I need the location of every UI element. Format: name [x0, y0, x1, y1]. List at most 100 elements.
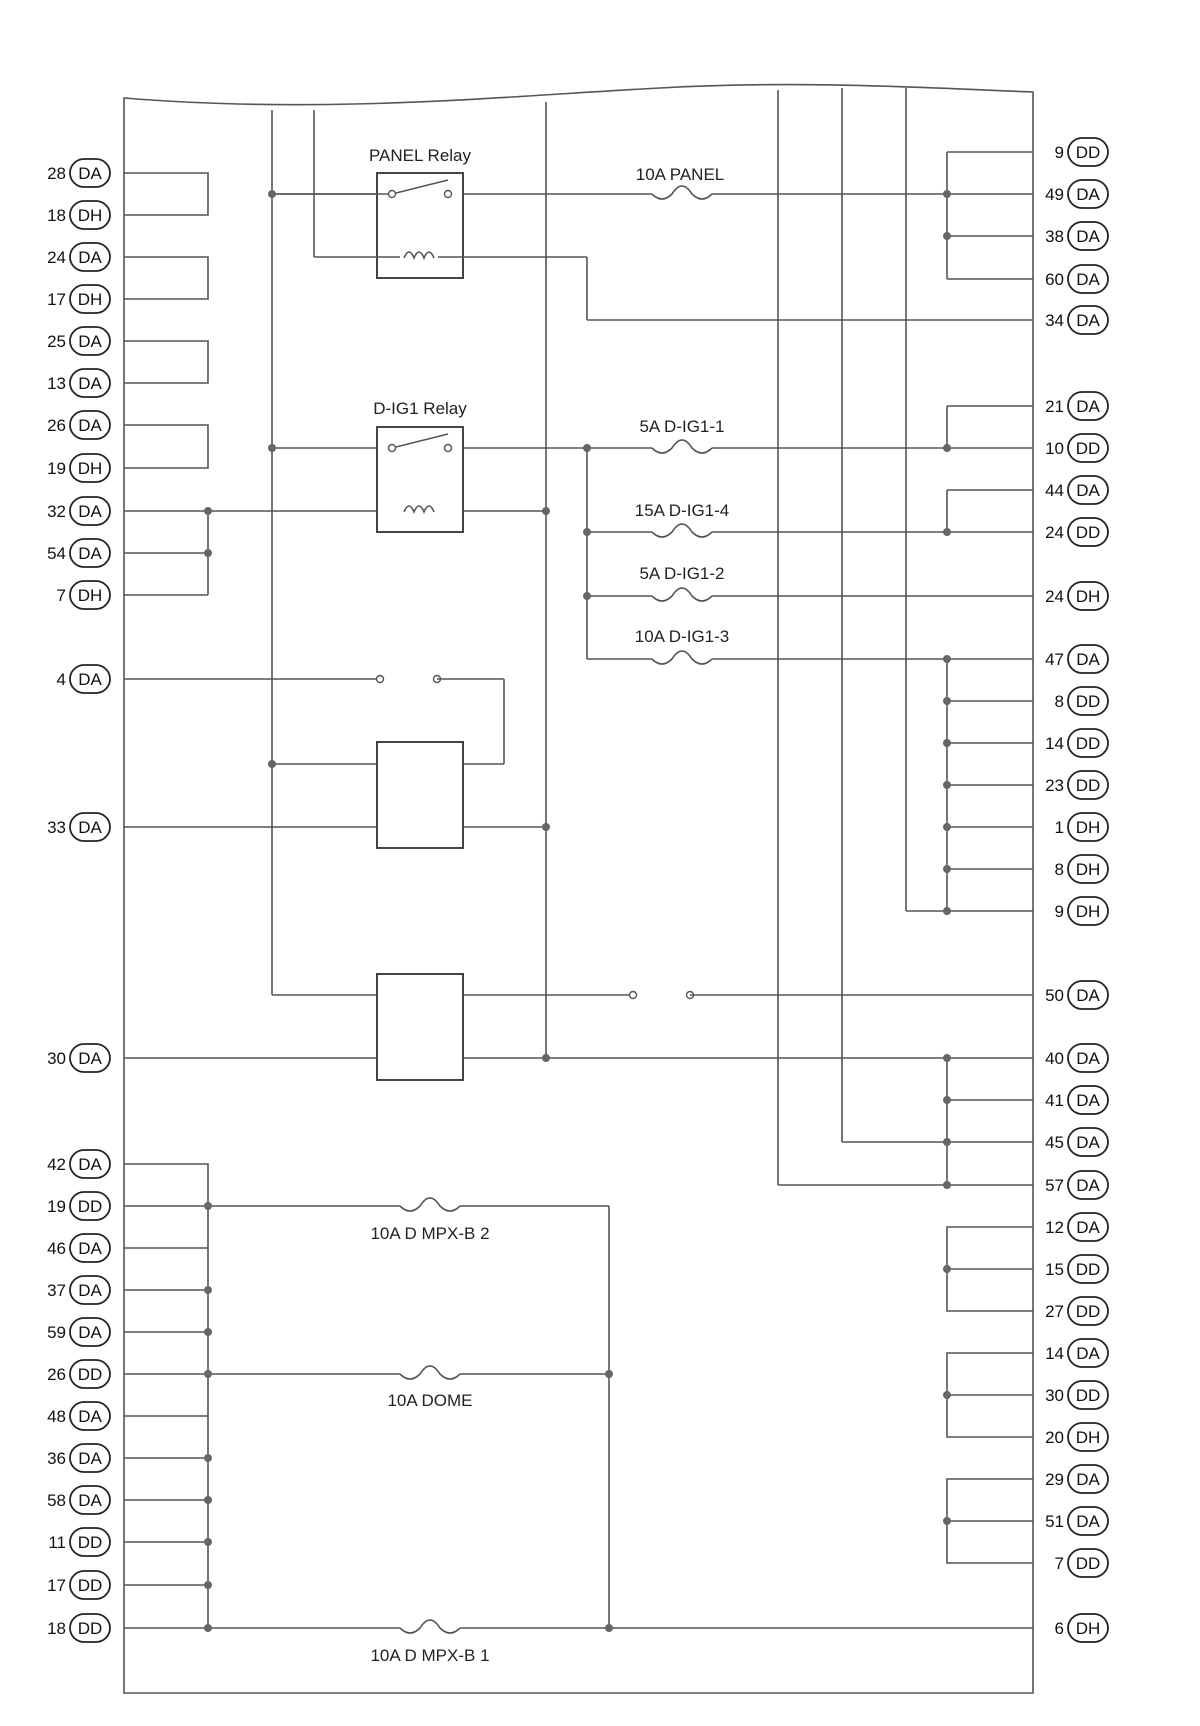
connector-number: 6: [1055, 1619, 1064, 1638]
connector-number: 27: [1045, 1302, 1064, 1321]
connector-code: DH: [78, 586, 103, 605]
connector-code: DA: [78, 1049, 102, 1068]
dig1-relay: D-IG1 Relay: [373, 399, 467, 533]
connector-number: 41: [1045, 1091, 1064, 1110]
connector-badge: [1067, 391, 1109, 421]
fuse-dome: 10A DOME: [387, 1365, 473, 1410]
junction-dots: [204, 190, 951, 1632]
right-connector-pin: DD7: [1055, 1548, 1109, 1578]
connector-code: DA: [1076, 1218, 1100, 1237]
svg-text:10A D MPX-B 2: 10A D MPX-B 2: [370, 1224, 489, 1243]
connector-badge: [1067, 896, 1109, 926]
connector-code: DD: [78, 1533, 103, 1552]
connector-code: DD: [78, 1619, 103, 1638]
connector-number: 18: [47, 1619, 66, 1638]
connector-code: DH: [78, 459, 103, 478]
connector-code: DH: [1076, 902, 1101, 921]
connector-number: 9: [1055, 902, 1064, 921]
connector-number: 24: [47, 248, 66, 267]
right-connector-pin: DH 9: [1055, 896, 1109, 926]
connector-number: 28: [47, 164, 66, 183]
connector-badge: [1067, 1127, 1109, 1157]
left-loops: [124, 172, 209, 469]
connector-badge: [69, 242, 111, 272]
connector-badge: [69, 1485, 111, 1515]
connector-code: DA: [78, 544, 102, 563]
connector-badge: [69, 453, 111, 483]
connector-number: 17: [47, 290, 66, 309]
right-connector-pin: DA 60: [1045, 264, 1109, 294]
connector-badge: [1067, 517, 1109, 547]
connector-badge: [69, 496, 111, 526]
connector-number: 40: [1045, 1049, 1064, 1068]
connector-code: DA: [1076, 227, 1100, 246]
connector-badge: [69, 368, 111, 398]
connector-badge: [69, 1317, 111, 1347]
left-connector-pin: DH 7: [57, 580, 111, 610]
connector-number: 24: [1045, 523, 1064, 542]
connector-code: DH: [1076, 1428, 1101, 1447]
svg-text:10A D-IG1-3: 10A D-IG1-3: [635, 627, 730, 646]
connector-badge: [69, 1527, 111, 1557]
connector-code: DH: [1076, 860, 1101, 879]
connector-number: 14: [1045, 1344, 1064, 1363]
connector-code: DA: [1076, 1176, 1100, 1195]
connector-badge: [1067, 433, 1109, 463]
connector-code: DH: [78, 290, 103, 309]
connector-code: DA: [1076, 650, 1100, 669]
connector-code: DD: [1076, 1554, 1101, 1573]
connector-badge: [69, 664, 111, 694]
connector-code: DD: [1076, 143, 1101, 162]
connector-badge: [1067, 1254, 1109, 1284]
connector-badge: [69, 1443, 111, 1473]
svg-text:10A D MPX-B 1: 10A D MPX-B 1: [370, 1646, 489, 1665]
connector-badge: [69, 812, 111, 842]
connector-badge: [1067, 686, 1109, 716]
connector-code: DA: [1076, 986, 1100, 1005]
connector-code: DH: [1076, 587, 1101, 606]
bottom-circuits: [124, 1163, 1033, 1629]
connector-number: 57: [1045, 1176, 1064, 1195]
connector-badge: [69, 1043, 111, 1073]
connector-badge: [69, 1233, 111, 1263]
connector-number: 1: [1055, 818, 1064, 837]
connector-code: DA: [1076, 1133, 1100, 1152]
connector-number: 7: [57, 586, 66, 605]
connector-code: DD: [1076, 1302, 1101, 1321]
connector-code: DA: [1076, 270, 1100, 289]
connector-number: 45: [1045, 1133, 1064, 1152]
connector-code: DD: [1076, 439, 1101, 458]
connector-number: 30: [1045, 1386, 1064, 1405]
fuse-mpxb2: 10A D MPX-B 2: [370, 1197, 490, 1243]
connector-code: DA: [78, 164, 102, 183]
connector-number: 11: [48, 1533, 66, 1552]
connector-number: 60: [1045, 270, 1064, 289]
connector-number: 29: [1045, 1470, 1064, 1489]
connector-badge: [69, 1359, 111, 1389]
connector-badge: [1067, 728, 1109, 758]
connector-badge: [69, 1275, 111, 1305]
right-connector-pin: DA 45: [1045, 1127, 1109, 1157]
connector-number: 42: [47, 1155, 66, 1174]
panel-relay: PANEL Relay: [272, 146, 587, 279]
connector-badge: [1067, 1380, 1109, 1410]
fuse-panel: 10A PANEL: [636, 165, 724, 200]
connector-number: 21: [1045, 397, 1064, 416]
connector-code: DA: [78, 818, 102, 837]
connector-number: 19: [47, 459, 66, 478]
connector-code: DA: [78, 248, 102, 267]
connector-code: DA: [78, 332, 102, 351]
